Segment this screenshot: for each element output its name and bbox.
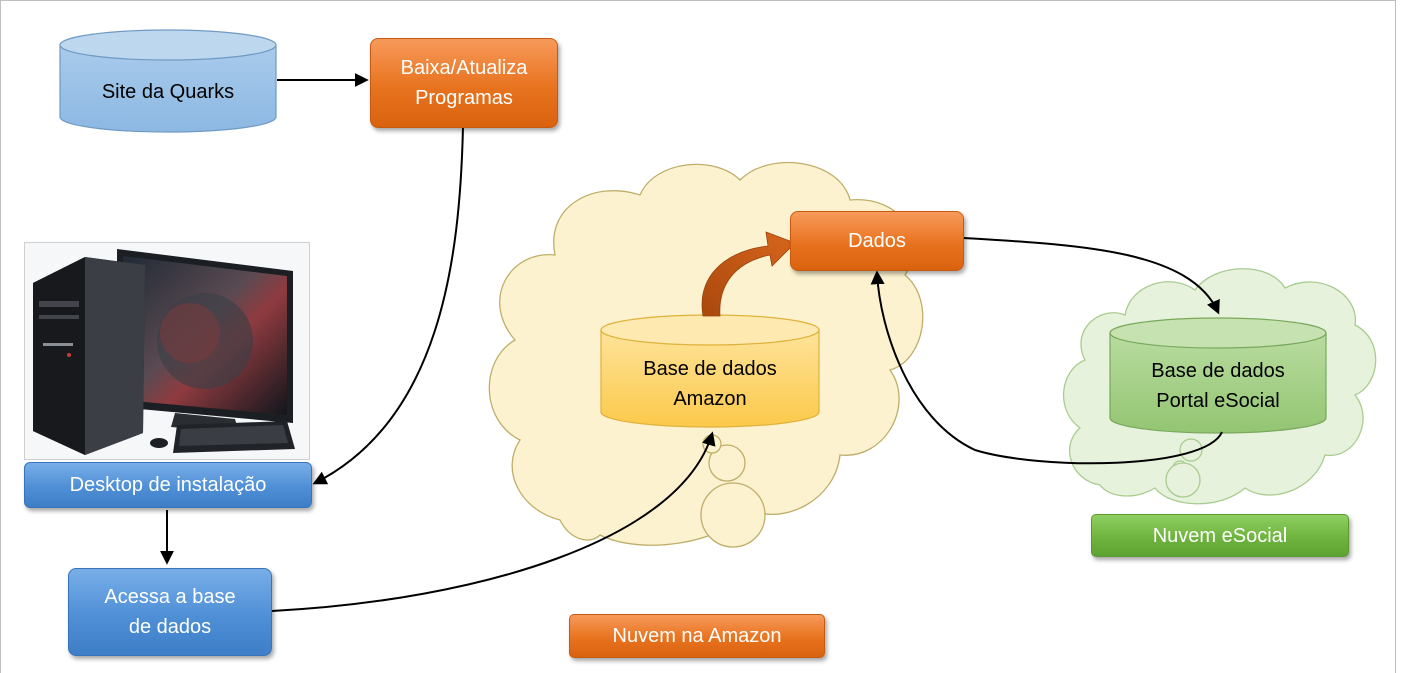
- desktop-computer-image: [24, 242, 310, 460]
- esocial-db-label: Base de dados Portal eSocial: [1151, 360, 1285, 412]
- arrow-dados-to-esocial: [963, 237, 1220, 315]
- nuvem-amazon-label-box: Nuvem na Amazon: [569, 614, 825, 658]
- arrow-esocial-to-dados: [870, 270, 1223, 465]
- baixa-atualiza-box: Baixa/Atualiza Programas: [370, 38, 558, 128]
- dados-box: Dados: [790, 211, 964, 271]
- baixa-atualiza-label: Baixa/Atualiza Programas: [400, 57, 528, 109]
- esocial-db-label-wrap: Base de dados Portal eSocial: [1110, 350, 1326, 422]
- nuvem-amazon-label: Nuvem na Amazon: [612, 625, 782, 647]
- acessa-base-label: Acessa a base de dados: [104, 586, 236, 638]
- arrow-baixa-to-desktop: [312, 125, 464, 485]
- amazon-db-cylinder: [600, 314, 820, 428]
- esocial-db-cylinder: [1109, 317, 1327, 434]
- monitor: [117, 249, 293, 433]
- computer-illustration: [25, 243, 309, 459]
- arrow-acessa-to-amazon: [271, 431, 716, 612]
- keyboard: [150, 421, 295, 453]
- nuvem-esocial-label: Nuvem eSocial: [1152, 524, 1288, 547]
- nuvem-esocial-label-box: Nuvem eSocial: [1091, 514, 1349, 557]
- desktop-instalacao-box: Desktop de instalação: [24, 462, 312, 508]
- site-cylinder-label: Site da Quarks: [101, 81, 235, 103]
- amazon-db-label-wrap: Base de dados Amazon: [601, 348, 819, 420]
- desktop-instalacao-label: Desktop de instalação: [69, 474, 267, 496]
- dados-label: Dados: [848, 230, 906, 252]
- site-cylinder: [59, 29, 277, 133]
- amazon-db-label: Base de dados Amazon: [643, 358, 777, 410]
- tower: [33, 257, 145, 455]
- orange-curved-arrow: [701, 231, 796, 317]
- acessa-base-box: Acessa a base de dados: [68, 568, 272, 656]
- site-cylinder-label-wrap: Site da Quarks: [60, 62, 276, 122]
